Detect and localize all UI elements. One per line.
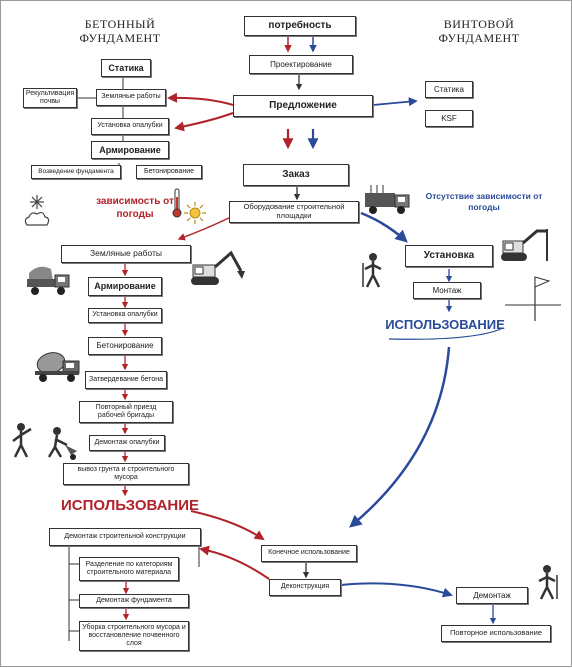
truck-icon xyxy=(365,185,410,214)
concrete-earthworks-box: Земляные работы xyxy=(96,89,166,106)
screw-statics-box: Статика xyxy=(425,81,473,98)
screw-header: ВИНТОВОЙ ФУНДАМЕНТ xyxy=(438,17,520,46)
dismantle-foundation-box: Демонтаж фундамента xyxy=(79,594,189,608)
usage-underline xyxy=(388,328,502,340)
weather-dependency-label: зависимость от погоды xyxy=(96,196,174,220)
dump-truck-icon xyxy=(27,266,70,295)
concrete-mixer-icon xyxy=(35,352,80,382)
offer-to-concrete-arrow xyxy=(167,92,234,106)
offer-box: Предложение xyxy=(233,95,373,117)
flow-formwork-box: Установка опалубки xyxy=(88,308,162,323)
screw-driver-machine-icon xyxy=(501,229,548,261)
concrete-usage-label: ИСПОЛЬЗОВАНИЕ xyxy=(61,497,200,514)
deconstruction-box: Деконструкция xyxy=(269,579,341,596)
sun-icon xyxy=(184,202,206,224)
center-down-arrows xyxy=(282,37,319,201)
installer-worker-icon xyxy=(362,253,382,288)
survey-flag-icon xyxy=(505,276,561,321)
offer-to-screw-arrow xyxy=(372,97,418,107)
equipment-to-weather-arrow xyxy=(177,216,232,241)
no-weather-label: Отсутствие зависимости от погоды xyxy=(425,191,543,213)
install-box: Установка xyxy=(405,245,493,267)
flow-earthworks-box: Земляные работы xyxy=(61,245,191,263)
hardening-box: Затвердевание бетона xyxy=(85,371,167,389)
recultivation-box: Рекультивация почвы xyxy=(23,88,77,108)
dismantle-structure-box: Демонтаж строительной конструкции xyxy=(49,528,201,546)
ksf-box: KSF xyxy=(425,110,473,127)
concrete-usage-to-final-arrow xyxy=(190,510,265,541)
thermometer-icon xyxy=(172,188,182,218)
snow-cloud-icon xyxy=(24,195,50,226)
excavator-icon xyxy=(191,250,245,285)
offer-to-formwork-arrow xyxy=(174,112,234,132)
workers-icon xyxy=(12,423,77,460)
removal-box: вывоз грунта и строительного мусора xyxy=(63,463,189,485)
need-box: потребность xyxy=(244,16,356,36)
flow-concreting-box: Бетонирование xyxy=(88,337,162,355)
final-use-box: Конечное использование xyxy=(261,545,357,562)
concrete-concreting-top-box: Бетонирование xyxy=(136,165,202,179)
sorting-box: Разделение по категориям строительного м… xyxy=(79,557,179,581)
erection-box: Возведение фундамента xyxy=(31,165,121,179)
screw-usage-to-final-arrow xyxy=(349,346,451,528)
concrete-end-tree xyxy=(68,537,200,641)
concrete-reinforcement-box: Армирование xyxy=(91,141,169,159)
concrete-header: БЕТОННЫЙ ФУНДАМЕНТ xyxy=(79,17,161,46)
screw-usage-label: ИСПОЛЬЗОВАНИЕ xyxy=(385,317,505,332)
screw-dismantle-box: Демонтаж xyxy=(456,587,528,604)
flow-reinforcement-box: Армирование xyxy=(88,277,162,296)
deconstruction-to-concrete-arrow xyxy=(199,545,270,580)
reuse-box: Повторное использование xyxy=(441,625,551,642)
design-box: Проектирование xyxy=(249,55,353,74)
dismantle-formwork-box: Демонтаж опалубки xyxy=(89,435,165,451)
dismantle-worker-icon xyxy=(538,565,558,600)
deconstruction-to-dismantle-arrow xyxy=(340,582,453,598)
concrete-statics-box: Статика xyxy=(101,59,151,77)
mount-box: Монтаж xyxy=(413,282,481,299)
equipment-box: Оборудование строительной площадки xyxy=(229,201,359,223)
concrete-formwork-box: Установка опалубки xyxy=(91,118,169,135)
order-box: Заказ xyxy=(243,164,349,186)
equipment-to-install-arrow xyxy=(360,211,408,243)
repeat-crew-box: Повторный приезд рабочей бригады xyxy=(79,401,173,423)
cleanup-box: Уборка строительного мусора и восстановл… xyxy=(79,621,189,651)
